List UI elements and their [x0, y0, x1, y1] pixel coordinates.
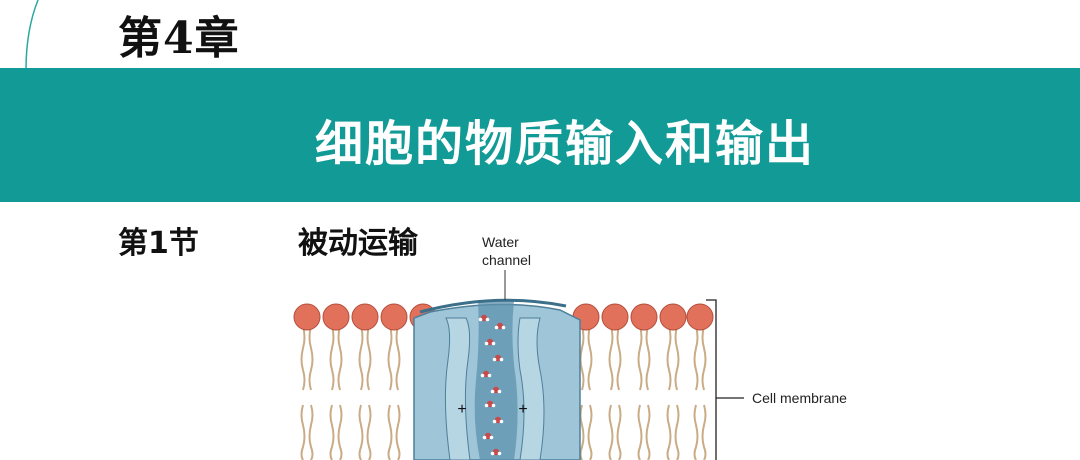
lipid-tail [693, 325, 699, 391]
lipid-head [293, 303, 321, 331]
lipid-tail [701, 404, 707, 460]
lipid-tail [395, 325, 401, 391]
chapter-heading: 第4章 [118, 13, 240, 64]
lipid-tail [579, 325, 585, 391]
water-molecule [478, 314, 490, 322]
decorative-arc [25, 0, 39, 71]
lipid-head [601, 303, 629, 331]
lipid-tail [666, 404, 672, 460]
banner-title: 细胞的物质输入和输出 [314, 116, 815, 172]
lipid-tail [300, 325, 306, 391]
lipid-tail [674, 325, 680, 391]
water-molecule [492, 416, 504, 424]
lipid-tail [666, 325, 672, 391]
lipid-tail [579, 404, 585, 460]
lipid-tail [308, 325, 314, 391]
lipid-tail [337, 404, 343, 460]
water-molecules [478, 314, 506, 456]
lipid-tail [587, 404, 593, 460]
lipid-tail [637, 325, 643, 391]
lipid-tail [358, 404, 364, 460]
title-banner [0, 68, 1080, 202]
water-molecule [484, 338, 496, 346]
section-title: 被动运输 [298, 226, 418, 261]
lipid-tail [701, 325, 707, 391]
lipid-tail [337, 325, 343, 391]
water-molecule [490, 386, 502, 394]
lipid-tail [358, 325, 364, 391]
lipid-head [659, 303, 687, 331]
lipid-tail [300, 404, 306, 460]
lipid-tail [329, 325, 335, 391]
lipid-tail [616, 325, 622, 391]
water-molecule [480, 370, 492, 378]
water-molecule [492, 354, 504, 362]
lipid-head [351, 303, 379, 331]
lipid-tail [645, 325, 651, 391]
water-molecule [482, 432, 494, 440]
lipid-tail [329, 404, 335, 460]
section-number: 第1节 [118, 226, 199, 261]
plus-sign-right: + [518, 401, 527, 418]
lipid-tail [693, 404, 699, 460]
plus-sign-left: + [457, 401, 466, 418]
lipid-tail [587, 325, 593, 391]
lipid-tail [387, 325, 393, 391]
lipid-tail [366, 404, 372, 460]
lipid-tail [308, 404, 314, 460]
lipid-tail [387, 404, 393, 460]
lipid-head [686, 303, 714, 331]
lipid-head [630, 303, 658, 331]
lipid-tail [395, 404, 401, 460]
lipid-tail [608, 404, 614, 460]
water-molecule [490, 448, 502, 456]
lipid-tail [637, 404, 643, 460]
lipid-head [380, 303, 408, 331]
cell-membrane-label: Cell membrane [752, 390, 847, 406]
lipid-tail [608, 325, 614, 391]
lipid-tail [645, 404, 651, 460]
water-channel-label: Water channel [482, 234, 532, 268]
water-molecule [484, 400, 496, 408]
lipid-tail [616, 404, 622, 460]
water-molecule [494, 322, 506, 330]
water-channel-protein [413, 298, 581, 460]
lipid-tail [674, 404, 680, 460]
lipid-tail [366, 325, 372, 391]
membrane-bracket [706, 299, 717, 460]
lipid-head [322, 303, 350, 331]
